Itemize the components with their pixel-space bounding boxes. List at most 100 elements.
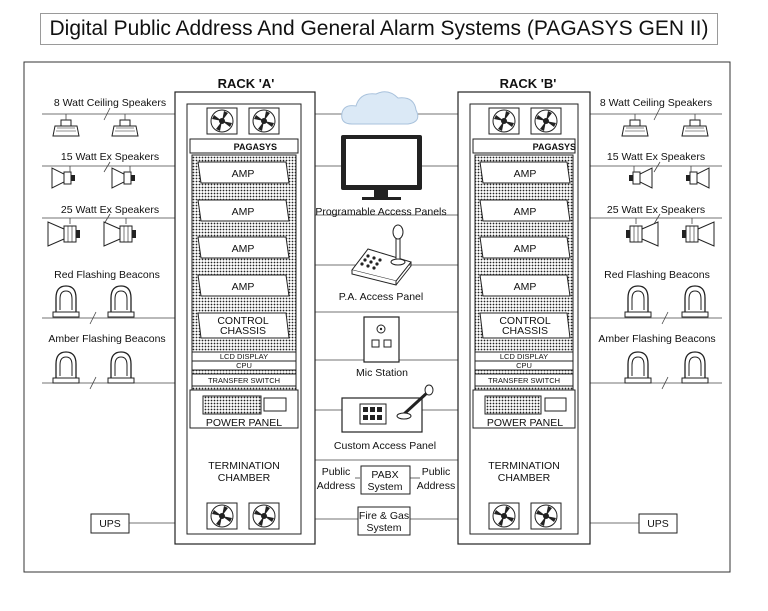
right-amber-beacons-label: Amber Flashing Beacons	[598, 333, 715, 345]
ex-speaker-large-icon	[625, 221, 659, 247]
fan-icon	[530, 107, 562, 135]
ex-speaker-icon	[628, 167, 653, 189]
pa-access-panel-label: P.A. Access Panel	[339, 291, 423, 303]
ceiling-speaker-icon	[681, 119, 709, 137]
left-ceiling-speakers-label: 8 Watt Ceiling Speakers	[54, 97, 166, 109]
public-address-right-line2: Address	[417, 480, 456, 492]
amp-label: AMP	[232, 206, 255, 218]
fan-icon	[248, 502, 280, 530]
ex-speaker-large-icon	[47, 221, 81, 247]
mic-station-label: Mic Station	[356, 367, 408, 379]
fan-icon	[206, 107, 238, 135]
amber-beacon-icon	[52, 351, 80, 384]
rack-b-termination-line1: TERMINATION	[488, 460, 560, 472]
ex-speaker-large-icon	[103, 221, 137, 247]
rack-b-transfer-switch: TRANSFER SWITCH	[488, 376, 560, 385]
amp-label: AMP	[232, 243, 255, 255]
ceiling-speaker-icon	[621, 119, 649, 137]
ups-right-label: UPS	[647, 518, 669, 530]
rack-a-amp-4: AMP	[197, 274, 290, 297]
fire-gas-system-box	[357, 506, 411, 536]
red-beacon-icon	[624, 285, 652, 318]
ex-speaker-icon	[685, 167, 710, 189]
rack-b-amp-3: AMP	[479, 236, 571, 259]
fan-icon	[206, 502, 238, 530]
rack-a-amp-2: AMP	[197, 199, 290, 222]
red-beacon-icon	[681, 285, 709, 318]
red-beacon-icon	[107, 285, 135, 318]
rack-a-lcd: LCD DISPLAY	[220, 352, 268, 361]
ups-left-box	[90, 513, 130, 534]
amp-label: AMP	[514, 281, 537, 293]
monitor-icon	[341, 135, 422, 200]
ex-speaker-large-icon	[681, 221, 715, 247]
svg-text:CHASSIS: CHASSIS	[502, 325, 548, 337]
left-15w-speakers-label: 15 Watt Ex Speakers	[61, 151, 159, 163]
programmable-access-panels-label: Programable Access Panels	[315, 206, 446, 218]
amber-beacon-icon	[681, 351, 709, 384]
rack-a-transfer-switch: TRANSFER SWITCH	[208, 376, 280, 385]
rack-a-amp-1: AMP	[197, 161, 290, 184]
rack-a-brand: PAGASYS	[234, 142, 277, 152]
amp-label: AMP	[514, 168, 537, 180]
center-devices: Programable Access Panels P.A. Access Pa…	[315, 91, 456, 536]
rack-a-title: RACK 'A'	[218, 76, 275, 91]
fire-gas-line2: System	[366, 522, 401, 534]
fan-icon	[488, 502, 520, 530]
pabx-line1: PABX	[371, 469, 398, 481]
public-address-left-line1: Public	[322, 466, 351, 478]
fan-icon	[248, 107, 280, 135]
rack-b-lcd: LCD DISPLAY	[500, 352, 548, 361]
rack-b-title: RACK 'B'	[500, 76, 557, 91]
amber-beacon-icon	[624, 351, 652, 384]
diagram-title: Digital Public Address And General Alarm…	[40, 13, 718, 45]
amp-label: AMP	[514, 206, 537, 218]
fan-icon	[488, 107, 520, 135]
rack-a-termination-line2: CHAMBER	[218, 472, 271, 484]
rack-b-amp-1: AMP	[479, 161, 571, 184]
rack-b-brand: PAGASYS	[533, 142, 576, 152]
left-red-beacons-label: Red Flashing Beacons	[54, 269, 160, 281]
system-frame	[23, 61, 731, 573]
pabx-line2: System	[367, 481, 402, 493]
right-device-column: 8 Watt Ceiling Speakers 15 Watt Ex Speak…	[590, 97, 722, 534]
amber-beacon-icon	[107, 351, 135, 384]
left-25w-speakers-label: 25 Watt Ex Speakers	[61, 204, 159, 216]
pabx-system-box	[360, 465, 411, 495]
left-device-column: 8 Watt Ceiling Speakers 15 Watt Ex Speak…	[42, 97, 175, 534]
amp-label: AMP	[232, 168, 255, 180]
rack-b-amp-4: AMP	[479, 274, 571, 297]
ex-speaker-icon	[51, 167, 76, 189]
rack-a: RACK 'A' PAGASYS AMP AMP AMP AMP CONTROL…	[174, 76, 316, 545]
right-25w-speakers-label: 25 Watt Ex Speakers	[607, 204, 705, 216]
pa-access-panel-icon	[351, 224, 412, 286]
ups-right-box	[638, 513, 678, 534]
rack-a-power-panel: POWER PANEL	[206, 417, 282, 429]
rack-b-cpu: CPU	[516, 361, 532, 370]
fan-icon	[530, 502, 562, 530]
ceiling-speaker-icon	[52, 119, 80, 137]
ups-left-label: UPS	[99, 518, 121, 530]
amp-label: AMP	[232, 281, 255, 293]
right-ceiling-speakers-label: 8 Watt Ceiling Speakers	[600, 97, 712, 109]
public-address-right-line1: Public	[422, 466, 451, 478]
svg-text:CONTROL: CONTROL	[217, 315, 268, 327]
rack-a-amp-3: AMP	[197, 236, 290, 259]
red-beacon-icon	[52, 285, 80, 318]
rack-b-power-panel: POWER PANEL	[487, 417, 563, 429]
svg-text:CONTROL: CONTROL	[499, 315, 550, 327]
cloud-icon	[341, 91, 419, 125]
rack-b-amp-2: AMP	[479, 199, 571, 222]
ex-speaker-icon	[111, 167, 136, 189]
right-15w-speakers-label: 15 Watt Ex Speakers	[607, 151, 705, 163]
custom-access-panel-icon	[341, 384, 434, 433]
rack-b: RACK 'B' PAGASYS AMP AMP AMP AMP CONTROL…	[457, 76, 591, 545]
rack-b-control-chassis: CONTROL CHASSIS	[479, 312, 571, 339]
svg-text:CHASSIS: CHASSIS	[220, 325, 266, 337]
fire-gas-line1: Fire & Gas	[359, 510, 409, 522]
public-address-left-line2: Address	[317, 480, 356, 492]
custom-access-panel-label: Custom Access Panel	[334, 440, 436, 452]
rack-a-cpu: CPU	[236, 361, 252, 370]
rack-b-termination-line2: CHAMBER	[498, 472, 551, 484]
